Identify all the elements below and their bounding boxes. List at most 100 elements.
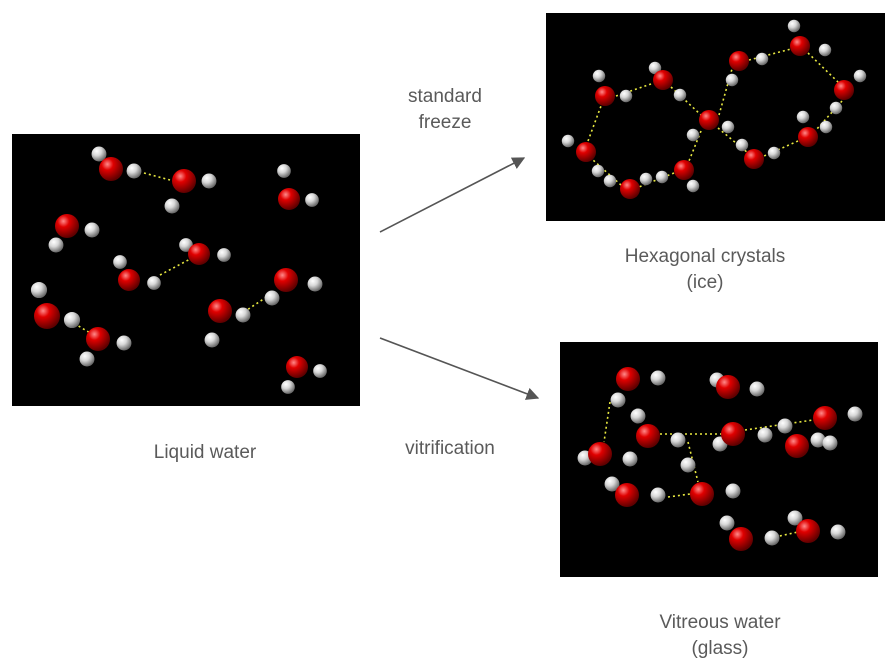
hydrogen-atom <box>670 432 686 448</box>
water-molecule <box>79 327 132 367</box>
hydrogen-atom <box>277 164 291 178</box>
oxygen-atom <box>790 36 810 56</box>
oxygen-atom <box>716 375 740 399</box>
hydrogen-atom <box>147 276 161 290</box>
ice-caption: Hexagonal crystals (ice) <box>585 244 825 296</box>
hydrogen-atom <box>755 52 769 66</box>
liquid-water-image <box>12 134 360 406</box>
water-molecule <box>91 146 142 181</box>
hydrogen-atom <box>655 170 669 184</box>
hydrogen-bond <box>774 531 799 538</box>
hydrogen-atom <box>818 43 832 57</box>
hydrogen-atom <box>164 198 180 214</box>
water-molecule <box>630 408 686 448</box>
freeze-label-line2: freeze <box>418 112 472 133</box>
water-molecule <box>113 255 161 291</box>
hydrogen-atom <box>749 381 765 397</box>
water-molecule <box>787 19 832 57</box>
hydrogen-bond <box>592 159 622 186</box>
water-molecule <box>30 281 81 329</box>
oxygen-atom <box>278 188 300 210</box>
oxygen-atom <box>690 482 714 506</box>
water-molecule <box>680 457 741 506</box>
hydrogen-atom <box>179 238 193 252</box>
water-molecule <box>648 61 687 102</box>
oxygen-atom <box>620 179 640 199</box>
hydrogen-atom <box>810 432 826 448</box>
hydrogen-atom <box>829 101 843 115</box>
hydrogen-atom <box>819 120 833 134</box>
ice-caption-line1: Hexagonal crystals <box>624 246 786 267</box>
hydrogen-atom <box>281 380 295 394</box>
water-molecule <box>48 214 100 253</box>
hydrogen-atom <box>830 524 846 540</box>
hydrogen-atom <box>591 164 605 178</box>
oxygen-atom <box>729 527 753 551</box>
hydrogen-atom <box>787 510 803 526</box>
glass-caption-line2: (glass) <box>691 638 749 659</box>
hydrogen-atom <box>673 88 687 102</box>
liquid-water-molecules <box>30 146 327 394</box>
oxygen-atom <box>615 483 639 507</box>
oxygen-atom <box>172 169 196 193</box>
water-molecule <box>787 510 846 543</box>
oxygen-atom <box>208 299 232 323</box>
hydrogen-bond <box>159 256 195 276</box>
hydrogen-atom <box>63 311 81 329</box>
hydrogen-bond <box>717 127 749 154</box>
vitreous-water-image <box>560 342 878 577</box>
hydrogen-atom <box>725 73 739 87</box>
water-molecule <box>709 372 765 399</box>
hydrogen-atom <box>30 281 48 299</box>
hydrogen-atom <box>777 418 793 434</box>
vitrification-arrow <box>379 337 540 400</box>
water-molecule <box>686 110 735 142</box>
hydrogen-atom <box>113 255 127 269</box>
hydrogen-atom <box>757 427 773 443</box>
hydrogen-atom <box>48 237 64 253</box>
hydrogen-atom <box>686 179 700 193</box>
freeze-arrow <box>379 157 526 233</box>
water-molecule <box>561 134 605 178</box>
hydrogen-atom <box>313 364 327 378</box>
hydrogen-bond <box>587 105 602 142</box>
hydrogen-bond <box>603 401 611 443</box>
hydrogen-atom <box>721 120 735 134</box>
oxygen-atom <box>616 367 640 391</box>
hydrogen-atom <box>91 146 107 162</box>
hydrogen-atom <box>201 173 217 189</box>
hydrogen-atom <box>610 392 626 408</box>
oxygen-atom <box>785 434 809 458</box>
water-molecule <box>655 160 700 193</box>
oxygen-atom <box>34 303 60 329</box>
hydrogen-bond <box>744 419 814 431</box>
hydrogen-bond <box>667 493 691 498</box>
hydrogen-atom <box>204 332 220 348</box>
liquid-water-caption: Liquid water <box>105 440 305 466</box>
hydrogen-atom <box>725 483 741 499</box>
water-molecule <box>735 138 781 169</box>
water-molecule <box>810 406 863 448</box>
hydrogen-atom <box>847 406 863 422</box>
oxygen-atom <box>796 519 820 543</box>
oxygen-atom <box>744 149 764 169</box>
water-molecule <box>281 356 327 394</box>
oxygen-atom <box>636 424 660 448</box>
glass-caption: Vitreous water (glass) <box>600 610 840 662</box>
oxygen-atom <box>55 214 79 238</box>
water-molecule <box>277 164 319 210</box>
hydrogen-atom <box>305 193 319 207</box>
hydrogen-atom <box>79 351 95 367</box>
hydrogen-atom <box>217 248 231 262</box>
hydrogen-atom <box>735 138 749 152</box>
water-molecule <box>712 422 773 452</box>
oxygen-atom <box>99 157 123 181</box>
hydrogen-atom <box>264 290 280 306</box>
hydrogen-atom <box>767 146 781 160</box>
hydrogen-bond <box>748 48 792 61</box>
glass-caption-line1: Vitreous water <box>659 612 781 633</box>
water-molecule <box>164 169 217 214</box>
water-molecule <box>829 69 867 115</box>
oxygen-atom <box>588 442 612 466</box>
hydrogen-atom <box>650 487 666 503</box>
